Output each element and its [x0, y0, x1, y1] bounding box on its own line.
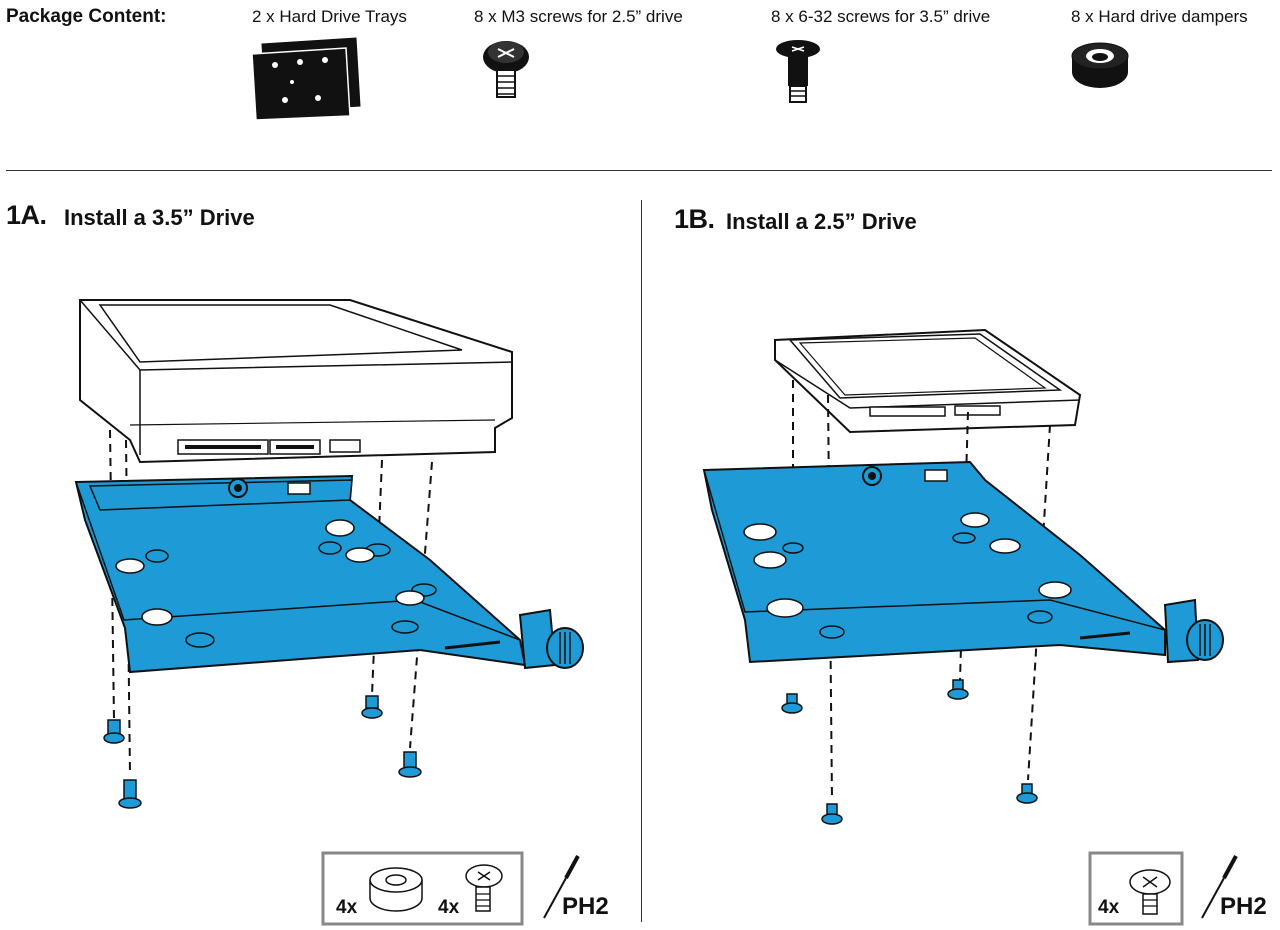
- step-1a-number: 1A.: [6, 200, 47, 230]
- thumb-screw-1b: [1163, 598, 1224, 664]
- parts-1a-screw-qty: 4x: [438, 897, 460, 918]
- screwdriver-icon: [1201, 855, 1238, 919]
- damper-icon: [1071, 42, 1129, 88]
- ssd-25-drive: [774, 328, 1082, 434]
- package-content-title: Package Content:: [6, 6, 167, 27]
- m3-screw-icon: [483, 41, 529, 98]
- drive-tray-1a: [74, 474, 527, 674]
- package-item-label-dampers: 8 x Hard drive dampers: [1071, 7, 1248, 26]
- drive-tray-1b: [702, 460, 1166, 664]
- parts-1a-damper-qty: 4x: [336, 897, 358, 918]
- tool-1a-label: PH2: [562, 893, 609, 920]
- package-item-label-trays: 2 x Hard Drive Trays: [252, 7, 407, 26]
- thumb-screw-1a: [518, 608, 584, 670]
- screwdriver-icon: [543, 855, 580, 919]
- step-1a-title: Install a 3.5” Drive: [64, 205, 255, 230]
- step-1b-number: 1B.: [674, 204, 715, 234]
- parts-1b-screw-qty: 4x: [1098, 897, 1120, 918]
- 632-screw-icon: [776, 40, 820, 103]
- screw-icon: [465, 864, 503, 912]
- package-item-label-m3: 8 x M3 screws for 2.5” drive: [474, 7, 683, 26]
- drive-tray-icon: [251, 37, 361, 121]
- column-divider: [641, 200, 642, 922]
- step-1b-title: Install a 2.5” Drive: [726, 209, 917, 234]
- damper-icon: [369, 867, 423, 912]
- screws-1b: [781, 679, 1038, 825]
- screws-1a: [103, 695, 422, 809]
- tool-1b-label: PH2: [1220, 893, 1267, 920]
- package-item-label-632: 8 x 6-32 screws for 3.5” drive: [771, 7, 991, 26]
- header-divider: [6, 170, 1272, 171]
- screw-icon: [1129, 869, 1171, 915]
- hdd-35-drive: [79, 299, 513, 464]
